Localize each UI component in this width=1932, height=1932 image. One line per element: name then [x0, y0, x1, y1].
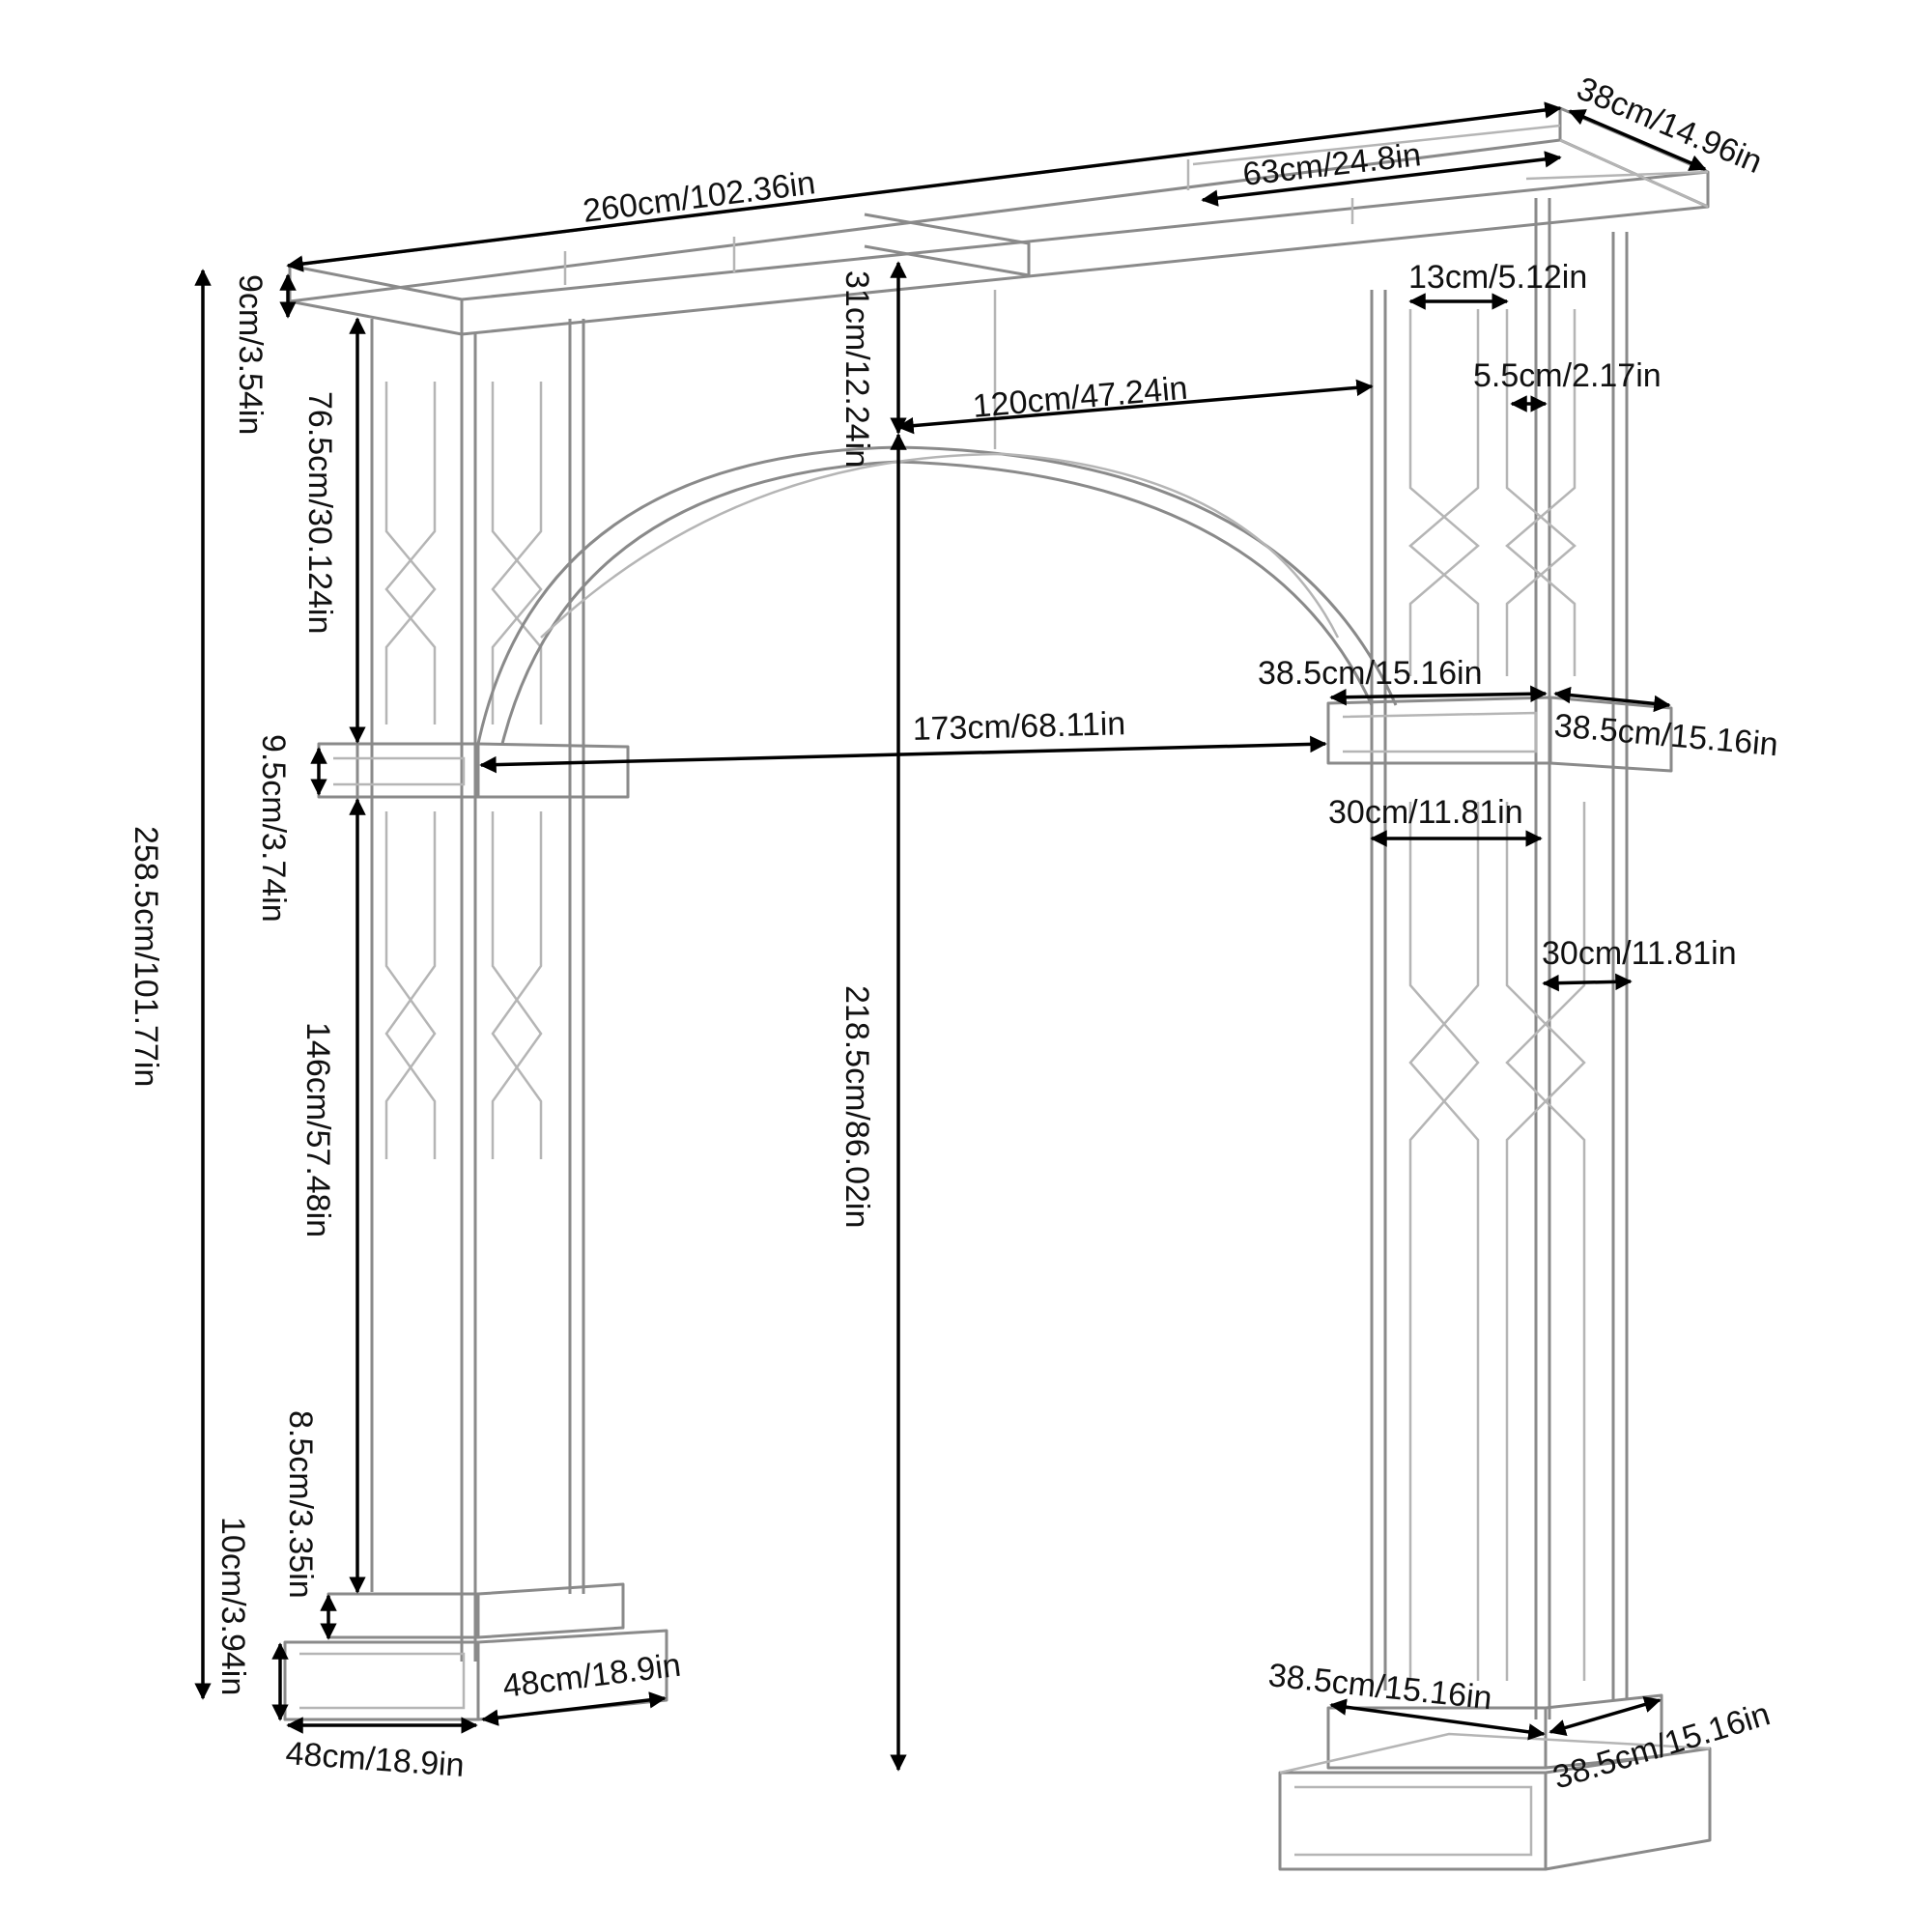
- label-mid-box-width: 38.5cm/15.16in: [1258, 655, 1483, 692]
- dim-line-mid-box-depth: [1553, 686, 1671, 713]
- label-column-width-b: 30cm/11.81in: [1542, 935, 1737, 972]
- label-base-width: 48cm/18.9in: [284, 1735, 465, 1784]
- dim-line-column-width-b: [1542, 973, 1633, 992]
- label-spacing-5-5: 5.5cm/2.17in: [1473, 357, 1662, 394]
- dim-line-top-depth: [1568, 109, 1707, 171]
- dim-line-top-length: [286, 101, 1562, 272]
- label-lower-column: 146cm/57.48in: [299, 1022, 336, 1237]
- label-mid-box-height: 9.5cm/3.74in: [255, 734, 292, 923]
- label-base-step: 8.5cm/3.35in: [282, 1410, 319, 1599]
- label-outer-span-173: 173cm/68.11in: [912, 705, 1125, 748]
- arch-curve: [476, 445, 1398, 745]
- label-upper-column: 76.5cm/30.124in: [301, 391, 338, 634]
- label-base-height: 10cm/3.94in: [214, 1517, 251, 1695]
- right-column: [1278, 198, 1712, 1871]
- dim-line-inner-width-120: [896, 379, 1374, 435]
- dim-line-lower-box-width: [1329, 1698, 1546, 1741]
- label-top-height: 9cm/3.54in: [232, 274, 269, 435]
- label-clear-height: 218.5cm/86.02in: [838, 985, 875, 1228]
- label-top-length: 260cm/102.36in: [581, 164, 817, 230]
- dimension-lines: [194, 101, 1707, 1772]
- label-column-width-a: 30cm/11.81in: [1328, 794, 1523, 831]
- label-inner-width-120: 120cm/47.24in: [971, 370, 1189, 425]
- label-total-height: 258.5cm/101.77in: [128, 826, 164, 1087]
- dim-line-base-depth: [481, 1691, 667, 1726]
- label-mid-box-depth: 38.5cm/15.16in: [1552, 707, 1779, 763]
- label-spacing-13: 13cm/5.12in: [1408, 259, 1587, 296]
- dim-line-lower-box-depth: [1548, 1696, 1662, 1736]
- label-base-depth: 48cm/18.9in: [500, 1647, 682, 1705]
- dim-line-mid-box-width: [1329, 685, 1548, 706]
- dim-line-top-inner-span: [1201, 151, 1562, 207]
- dimension-labels: 260cm/102.36in 38cm/14.96in 63cm/24.8in …: [128, 70, 1779, 1796]
- label-arch-rise: 31cm/12.24in: [838, 270, 875, 468]
